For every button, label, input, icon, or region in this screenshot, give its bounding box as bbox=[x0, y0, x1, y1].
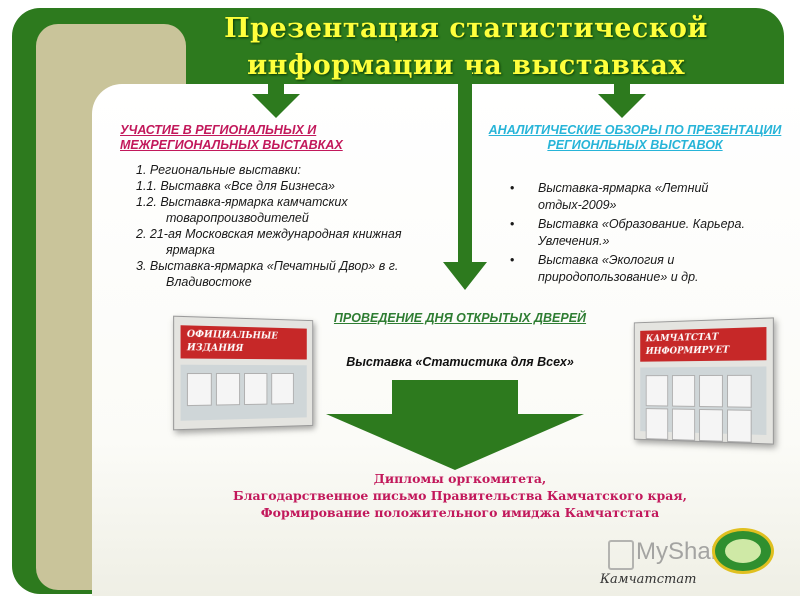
logo-inner bbox=[725, 539, 761, 563]
photo-sheet bbox=[645, 408, 669, 440]
list-item: • Выставка-ярмарка «Летний отдых-2009» bbox=[508, 180, 768, 214]
bullet-icon: • bbox=[510, 217, 515, 231]
list-item: 1.2. Выставка-ярмарка камчатских товароп… bbox=[136, 195, 348, 225]
list-item: 1.1. Выставка «Все для Бизнеса» bbox=[136, 179, 335, 193]
list-item-text: Выставка-ярмарка «Летний отдых-2009» bbox=[538, 181, 709, 212]
photo-banner: КАМЧАТСТАТ ИНФОРМИРУЕТ bbox=[640, 326, 767, 362]
photo-sheet bbox=[699, 408, 723, 442]
result-line: Дипломы оргкомитета, bbox=[373, 471, 547, 486]
kamchatstat-logo bbox=[712, 528, 774, 574]
photo-sheet bbox=[671, 408, 696, 441]
center-heading: ПРОВЕДЕНИЕ ДНЯ ОТКРЫТЫХ ДВЕРЕЙ bbox=[333, 311, 587, 325]
list-item-text: Выставка «Экология и природопользование»… bbox=[538, 253, 699, 284]
photo-sheet bbox=[215, 373, 241, 406]
arrow-center-icon bbox=[443, 70, 487, 290]
result-text: Дипломы оргкомитета, Благодарственное пи… bbox=[150, 470, 770, 521]
result-line: Благодарственное письмо Правительства Ка… bbox=[233, 488, 687, 503]
photo-banner: ОФИЦИАЛЬНЫЕ ИЗДАНИЯ bbox=[180, 325, 307, 360]
photo-board bbox=[640, 366, 767, 443]
photo-board bbox=[180, 364, 307, 421]
photo-sheet bbox=[726, 374, 752, 408]
photo-sheet bbox=[244, 373, 268, 406]
photo-sheet bbox=[699, 374, 723, 408]
photo-sheet bbox=[645, 375, 669, 407]
arrow-right-icon bbox=[598, 84, 646, 118]
list-item: 1. Региональные выставки: bbox=[136, 163, 301, 177]
list-item-text: Выставка «Образование. Карьера. Увлечени… bbox=[538, 217, 745, 248]
photo-kamchatstat-informs: КАМЧАТСТАТ ИНФОРМИРУЕТ bbox=[633, 317, 774, 445]
center-subheading: Выставка «Статистика для Всех» bbox=[346, 355, 574, 369]
photo-sheet bbox=[726, 409, 752, 443]
arrow-big-down-icon bbox=[326, 380, 584, 470]
list-item: • Выставка «Экология и природопользование… bbox=[508, 252, 768, 286]
left-list: 1. Региональные выставки: 1.1. Выставка … bbox=[126, 162, 446, 290]
right-list: • Выставка-ярмарка «Летний отдых-2009» • В… bbox=[508, 180, 768, 288]
photo-sheet bbox=[186, 373, 212, 407]
arrow-left-icon bbox=[252, 84, 300, 118]
photo-sheet bbox=[271, 373, 294, 405]
result-line: Формирование положительного имиджа Камча… bbox=[260, 505, 660, 520]
photo-official-publications: ОФИЦИАЛЬНЫЕ ИЗДАНИЯ bbox=[173, 315, 314, 431]
list-item: 2. 21-ая Московская международная книжна… bbox=[136, 227, 402, 257]
footer-label: Камчатстат bbox=[600, 572, 697, 587]
photo-sheet bbox=[671, 375, 696, 407]
watermark-icon bbox=[608, 540, 634, 570]
bullet-icon: • bbox=[510, 253, 515, 267]
list-item: • Выставка «Образование. Карьера. Увлечен… bbox=[508, 216, 768, 250]
bullet-icon: • bbox=[510, 181, 515, 195]
list-item: 3. Выставка-ярмарка «Печатный Двор» в г.… bbox=[136, 259, 399, 289]
right-heading: АНАЛИТИЧЕСКИЕ ОБЗОРЫ ПО ПРЕЗЕНТАЦИИ РЕГИ… bbox=[488, 123, 782, 152]
left-heading: УЧАСТИЕ В РЕГИОНАЛЬНЫХ И МЕЖРЕГИОНАЛЬНЫХ… bbox=[120, 123, 343, 152]
